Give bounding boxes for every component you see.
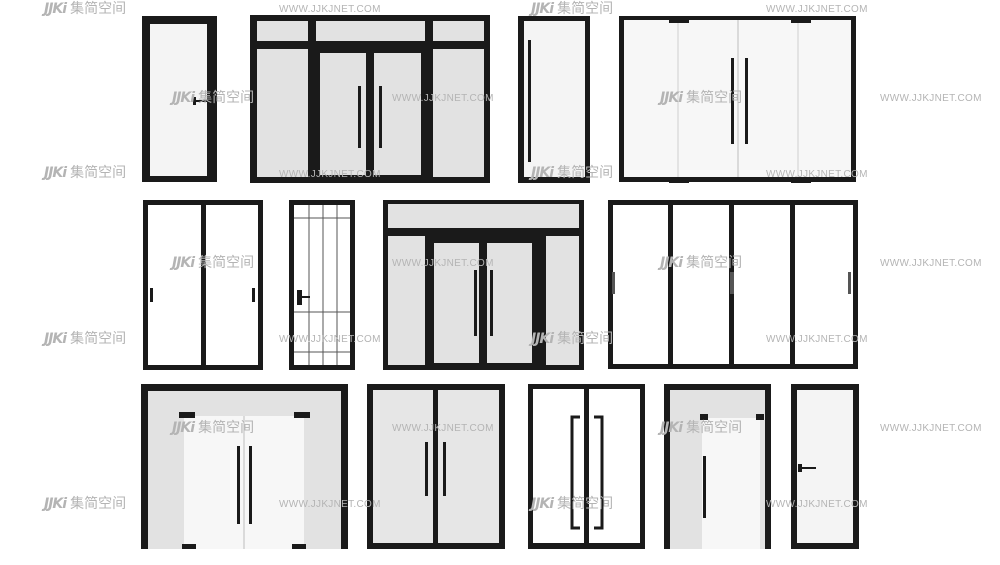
gray-double-door bbox=[367, 384, 505, 549]
double-door-c-handles bbox=[528, 384, 645, 549]
narrow-single-door bbox=[791, 384, 859, 549]
grid-panel-door bbox=[289, 200, 355, 370]
glass-single-door-in-wall bbox=[664, 384, 771, 549]
storefront-double-door bbox=[383, 200, 584, 370]
two-panel-sliding-door bbox=[143, 200, 263, 370]
frameless-double-glass-door bbox=[619, 16, 856, 183]
single-swing-door bbox=[142, 16, 217, 182]
four-panel-sliding-door bbox=[608, 200, 858, 369]
glass-double-door-in-wall bbox=[141, 384, 348, 549]
double-door-with-sidelights-and-transom bbox=[250, 15, 490, 183]
single-glass-door-long-handle bbox=[518, 16, 590, 183]
